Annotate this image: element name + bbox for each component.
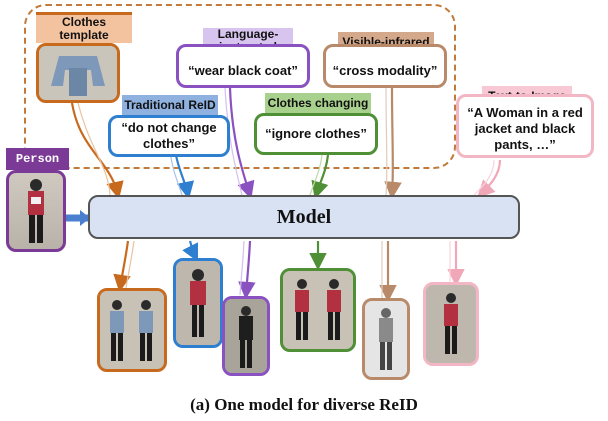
traditional-reid-result [173,258,223,348]
arrow-language-to-model [228,87,255,200]
task-prompts-group [24,4,456,169]
arrow-model-to-language-result [238,240,256,300]
result-person-infrared-icon [365,301,407,377]
text-to-image-prompt: “A Woman in a red jacket and black pants… [456,94,594,158]
visible-infrared-prompt: “cross modality” [323,44,447,88]
figure-caption: (a) One model for diverse ReID [190,395,418,414]
clothes-template-label: Clothes template [36,12,132,43]
arrow-model-to-traditional-result [182,240,198,262]
arrow-visible-infrared-to-model [384,87,402,200]
clothes-changing-prompt: “ignore clothes” [254,113,378,155]
arrow-clothes-changing-to-model [311,154,330,200]
result-persons-icon [283,271,353,349]
clothes-template-result [97,288,167,372]
traditional-reid-prompt: “do not change clothes” [108,115,230,157]
person-figure-icon [28,179,44,243]
person-photo [6,170,66,252]
result-person-icon [176,261,220,345]
result-person-icon [426,285,476,363]
model-box: Model [88,195,520,239]
denim-jacket-icon [39,46,117,100]
language-instructed-prompt: “wear black coat” [176,44,310,88]
visible-infrared-result [362,298,410,380]
clothes-changing-label: Clothes changing [265,93,371,113]
result-persons-icon [100,291,164,369]
text-to-image-result [423,282,479,366]
language-instructed-result [222,296,270,376]
result-person-icon [225,299,267,373]
traditional-reid-label: Traditional ReID [122,95,218,115]
clothes-template-photo [36,43,120,103]
arrow-model-to-clothes-template-result [113,240,131,293]
arrow-clothes-template-to-model [70,102,124,200]
person-label: Person [6,148,69,170]
arrow-text-to-image-to-model [476,159,502,199]
clothes-changing-result [280,268,356,352]
